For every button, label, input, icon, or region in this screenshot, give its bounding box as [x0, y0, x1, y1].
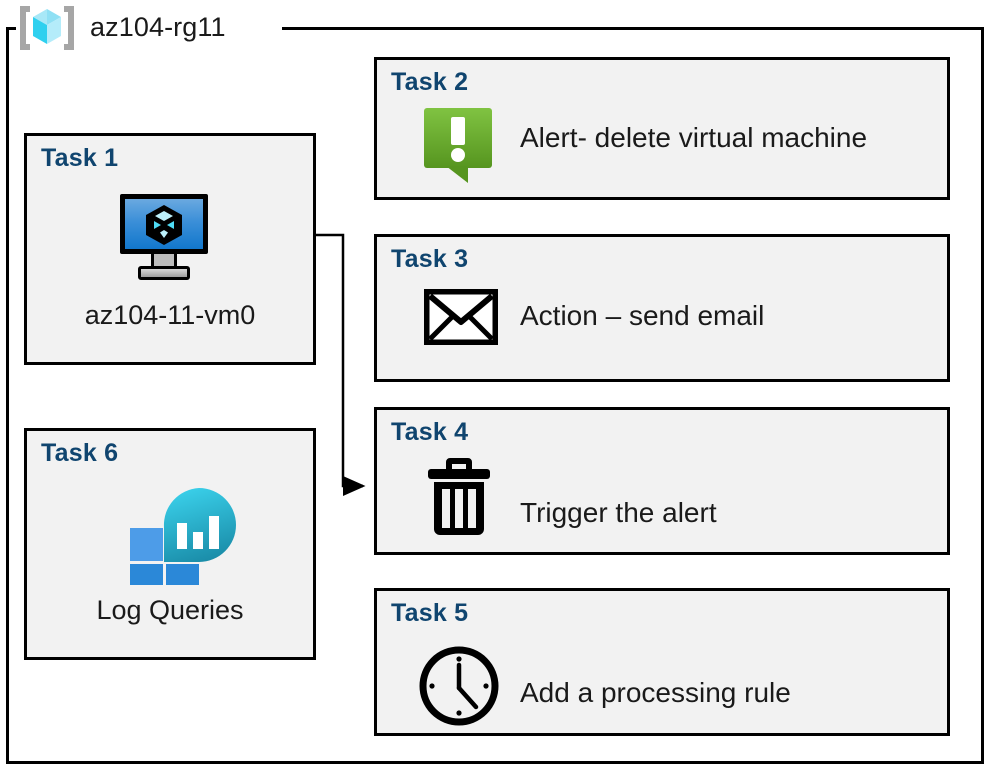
log-analytics-icon [128, 483, 236, 597]
task-2-title: Task 2 [391, 68, 469, 96]
task-5-card[interactable]: Task 5 [374, 588, 950, 736]
clock-icon [418, 645, 500, 727]
envelope-icon [423, 288, 499, 346]
task-5-title: Task 5 [391, 599, 469, 627]
resource-group-name: az104-rg11 [88, 11, 234, 45]
task-1-title: Task 1 [41, 144, 119, 172]
task-6-card[interactable]: Task 6 [24, 428, 316, 660]
task-5-text: Add a processing rule [520, 677, 791, 708]
task-2-text: Alert- delete virtual machine [520, 122, 868, 153]
alert-exclamation-icon [424, 108, 494, 184]
virtual-machine-icon [120, 194, 212, 284]
vm-stand-base [138, 266, 190, 280]
resource-group-container [6, 27, 984, 764]
task-3-text: Action – send email [520, 300, 765, 331]
trash-can-icon [428, 455, 490, 539]
task-4-text: Trigger the alert [520, 497, 717, 528]
vm-cube-glyph [146, 205, 182, 245]
task-6-caption: Log Queries [96, 595, 244, 625]
task-6-title: Task 6 [41, 439, 119, 467]
task-4-title: Task 4 [391, 418, 469, 446]
task-3-title: Task 3 [391, 245, 469, 273]
resource-group-header: az104-rg11 [16, 2, 234, 54]
task-1-caption: az104-11-vm0 [84, 300, 256, 330]
resource-group-cube-icon [16, 3, 78, 53]
